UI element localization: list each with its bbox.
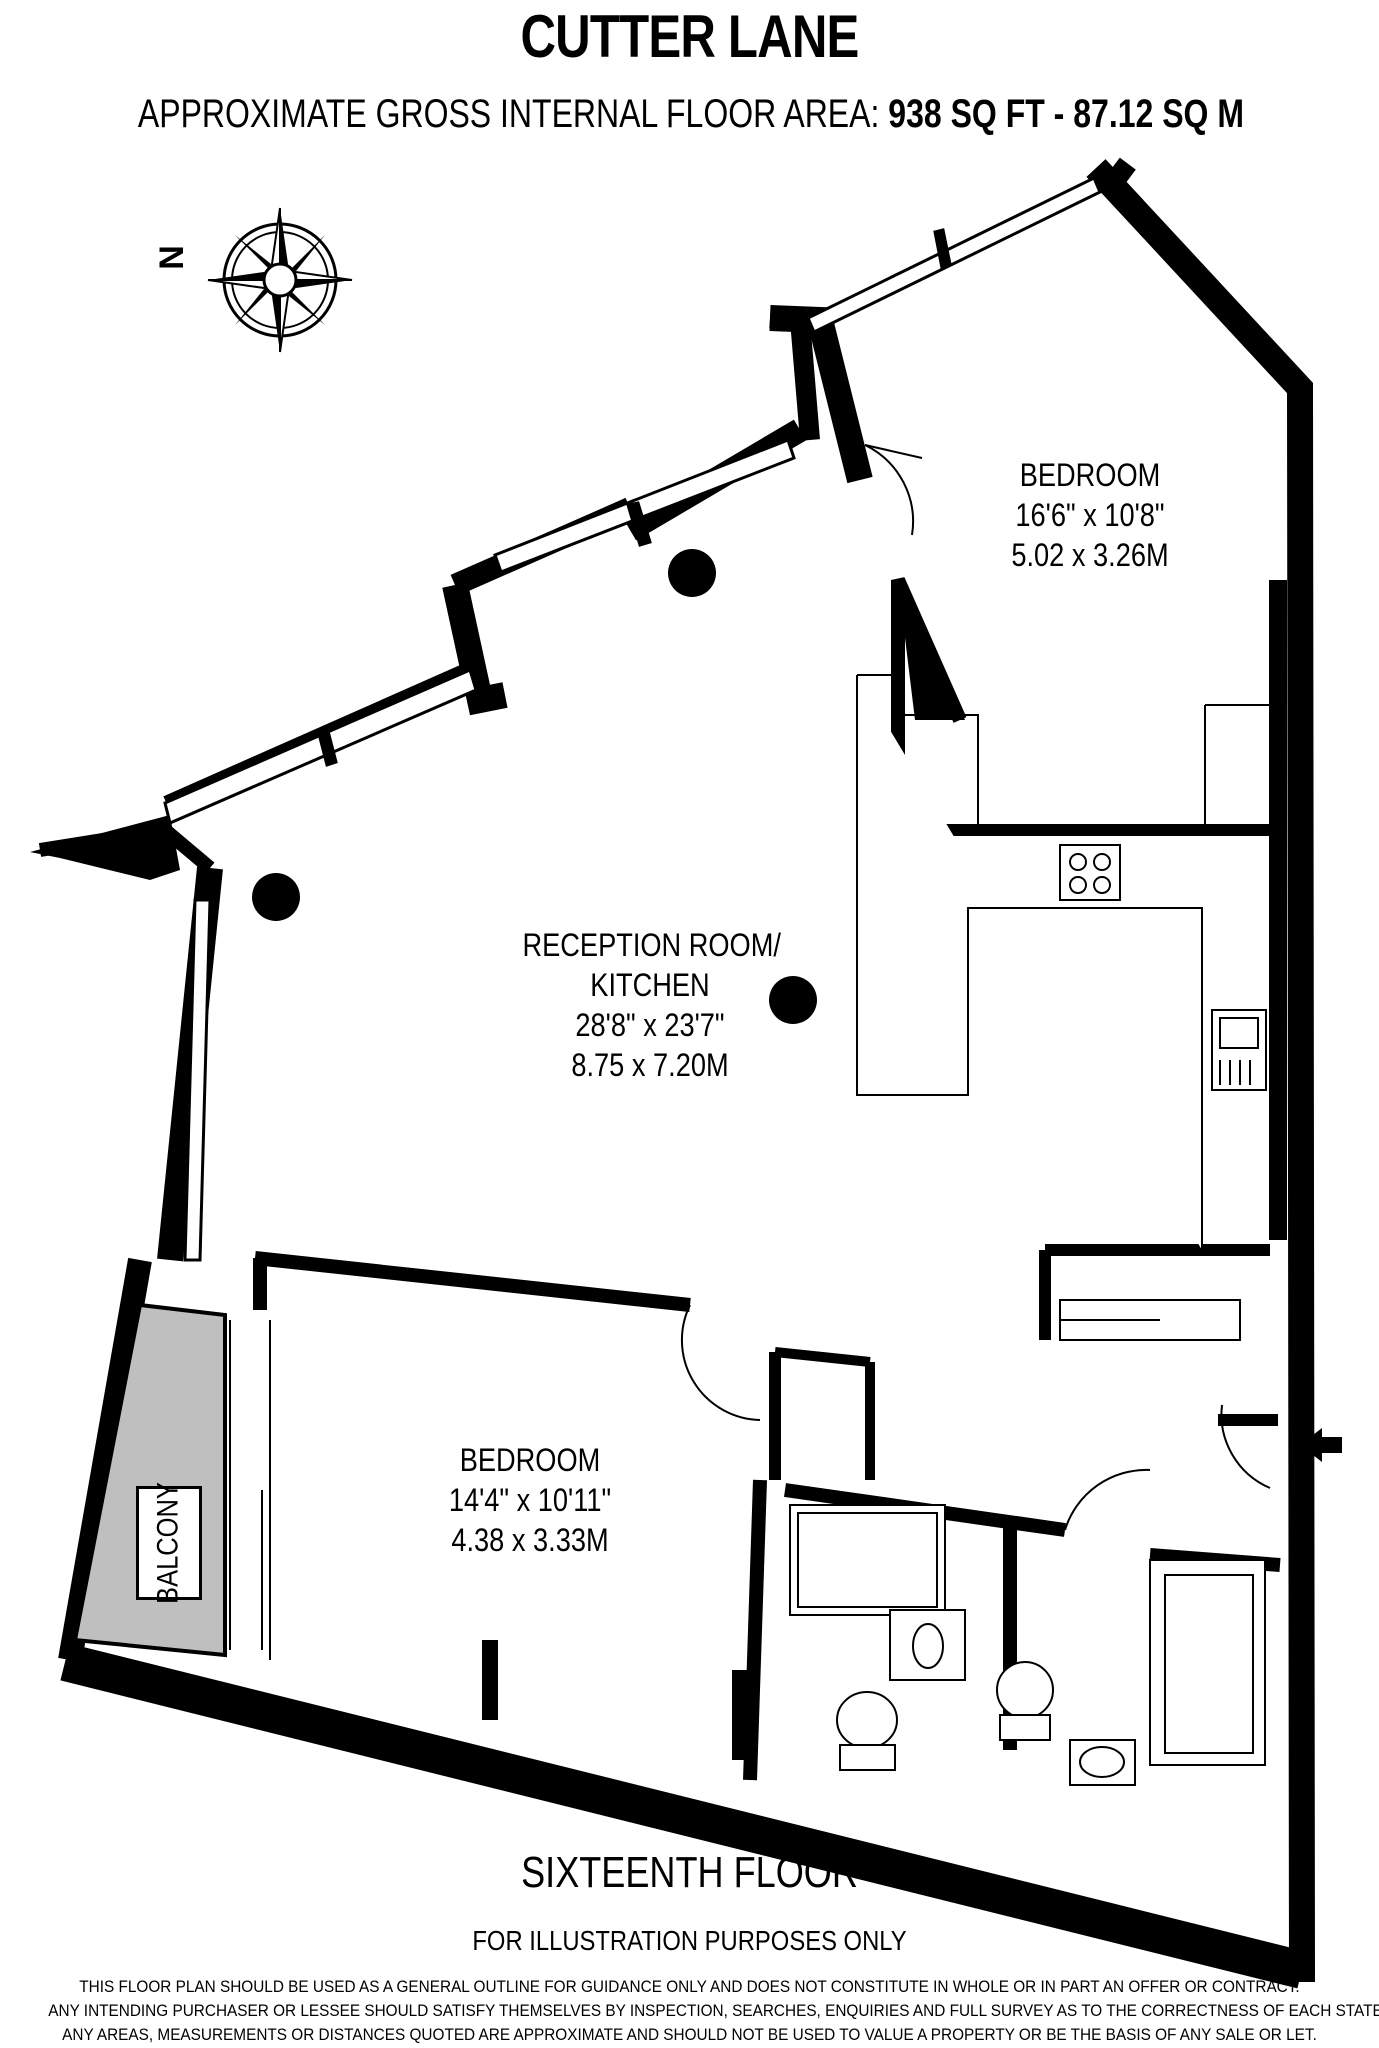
columns — [252, 549, 817, 1024]
plan-title: CUTTER LANE — [520, 3, 859, 70]
bathroom-fixtures — [789, 1504, 1266, 1786]
room-imperial: 16'6" x 10'8" — [1015, 497, 1165, 533]
balcony-name: BALCONY — [152, 1482, 186, 1604]
room-imperial: 28'8" x 23'7" — [575, 1007, 725, 1043]
area-value: 938 SQ FT - 87.12 SQ M — [888, 92, 1244, 136]
disclaimer-line-3: ANY AREAS, MEASUREMENTS OR DISTANCES QUO… — [62, 2026, 1317, 2044]
disclaimer-line-1: THIS FLOOR PLAN SHOULD BE USED AS A GENE… — [79, 1978, 1300, 1996]
disclaimer-line-2: ANY INTENDING PURCHASER OR LESSEE SHOULD… — [48, 2002, 1379, 2020]
interior-walls — [253, 577, 1281, 1781]
area-prefix: APPROXIMATE GROSS INTERNAL FLOOR AREA: — [137, 92, 880, 136]
compass-rose-icon — [207, 207, 353, 353]
room-name: BEDROOM — [459, 1442, 601, 1478]
room-label-bedroom-2: BEDROOM 14'4" x 10'11" 4.38 x 3.33M — [420, 1440, 641, 1560]
balcony-label: BALCONY — [136, 1482, 202, 1604]
room-metric: 4.38 x 3.33M — [451, 1522, 609, 1558]
room-name: RECEPTION ROOM/ — [522, 927, 781, 963]
floor-name: SIXTEENTH FLOOR — [521, 1848, 858, 1897]
north-label: N — [152, 245, 191, 270]
kitchen-units — [856, 674, 1267, 1250]
floor-area-subtitle: APPROXIMATE GROSS INTERNAL FLOOR AREA: 9… — [137, 92, 1244, 137]
wall-corner-point — [30, 815, 180, 880]
bedroom-wardrobes — [898, 704, 1278, 830]
room-metric: 8.75 x 7.20M — [571, 1047, 729, 1083]
doors — [680, 444, 1271, 1531]
room-label-bedroom-1: BEDROOM 16'6" x 10'8" 5.02 x 3.26M — [980, 455, 1201, 575]
windows — [163, 175, 1102, 1262]
room-name: BEDROOM — [1019, 457, 1161, 493]
illustration-note: FOR ILLUSTRATION PURPOSES ONLY — [472, 1925, 907, 1956]
room-label-reception-kitchen: RECEPTION ROOM/ KITCHEN 28'8" x 23'7" 8.… — [522, 925, 781, 1085]
room-name-2: KITCHEN — [590, 967, 710, 1003]
room-imperial: 14'4" x 10'11" — [448, 1482, 612, 1518]
entrance-arrow-icon — [1300, 1428, 1342, 1462]
room-metric: 5.02 x 3.26M — [1011, 537, 1169, 573]
